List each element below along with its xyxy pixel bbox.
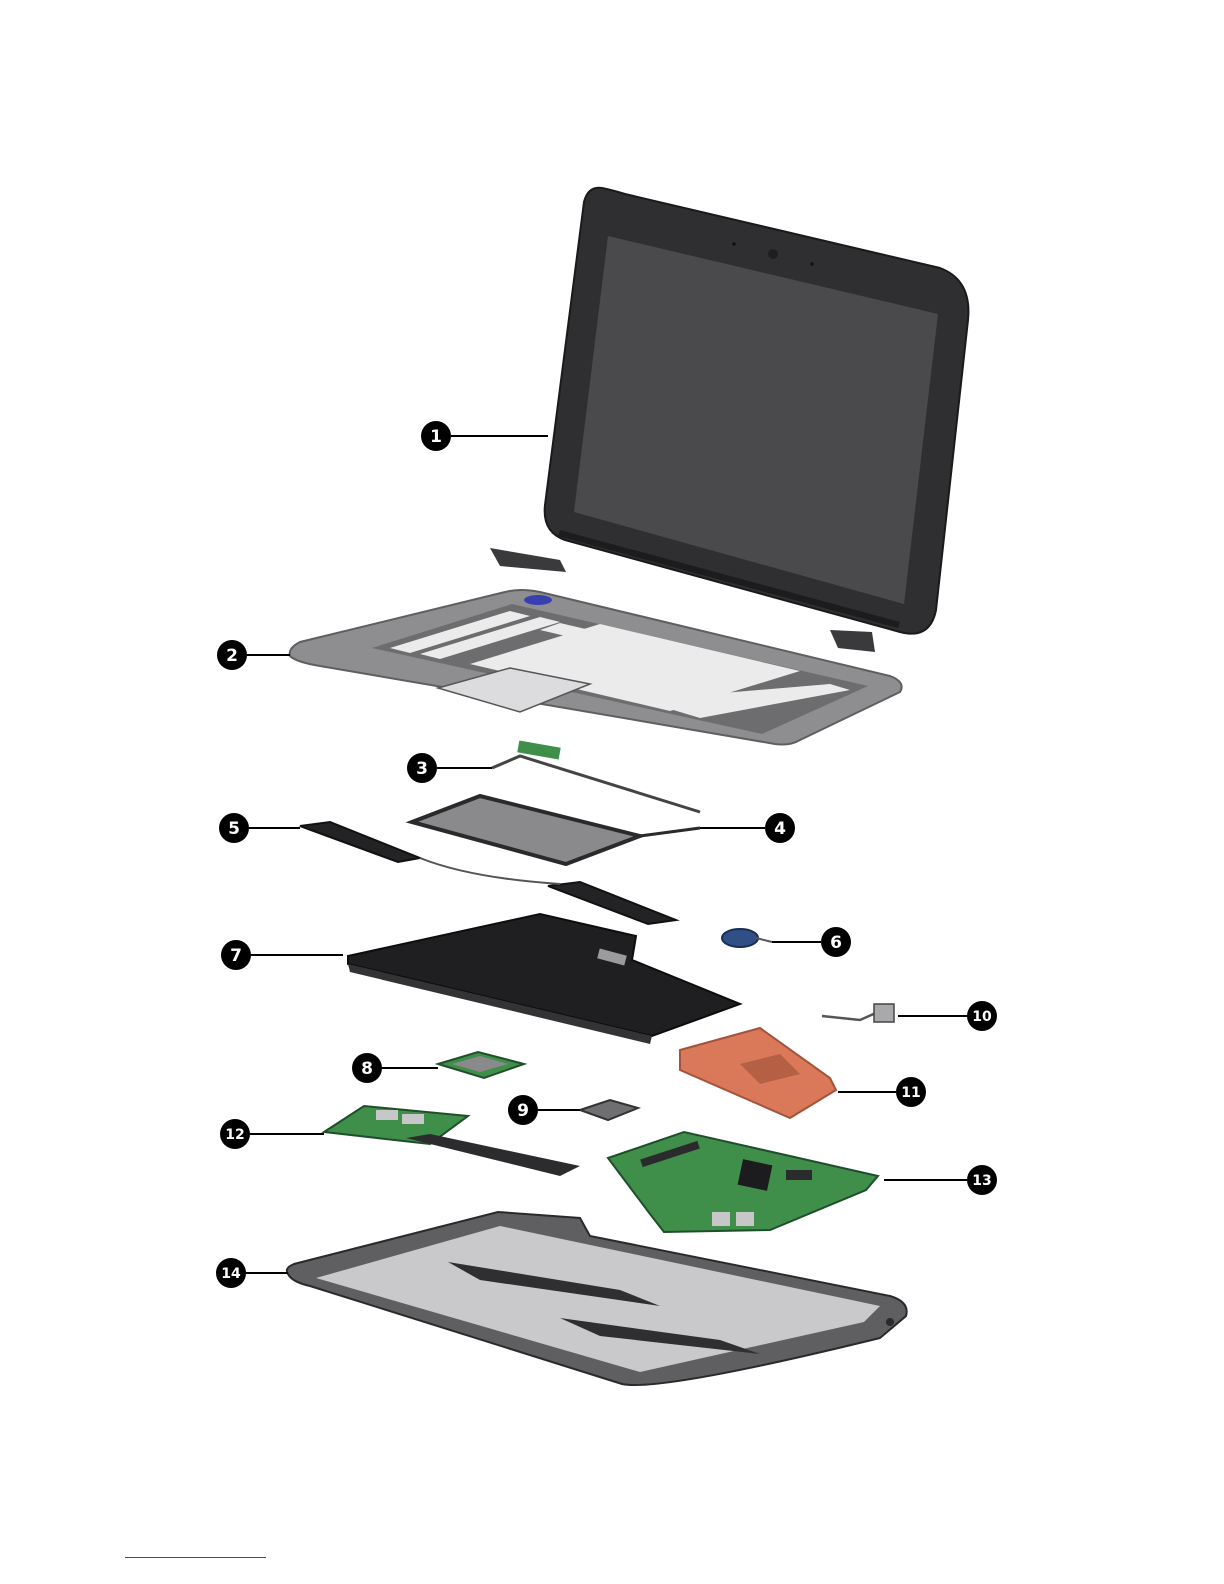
callout-10: 10 [967, 1001, 997, 1031]
callout-13: 13 [967, 1165, 997, 1195]
heat-shield [680, 1028, 836, 1118]
usb-audio-board [324, 1106, 580, 1176]
base-enclosure [287, 1212, 907, 1385]
svg-text:4: 4 [774, 819, 786, 839]
callout-3: 3 [407, 753, 437, 783]
footer-rule [125, 1557, 266, 1558]
callout-8: 8 [352, 1053, 382, 1083]
callout-2: 2 [217, 640, 247, 670]
callout-6: 6 [821, 927, 851, 957]
svg-text:2: 2 [226, 646, 238, 666]
callout-1: 1 [421, 421, 451, 451]
callout-12: 12 [220, 1119, 250, 1149]
storage-module [580, 1100, 638, 1120]
touchpad-cable [492, 740, 700, 812]
callout-4: 4 [765, 813, 795, 843]
callout-11: 11 [896, 1077, 926, 1107]
svg-text:6: 6 [830, 933, 842, 953]
svg-text:12: 12 [225, 1127, 244, 1143]
svg-text:9: 9 [517, 1101, 529, 1121]
svg-text:8: 8 [361, 1059, 373, 1079]
svg-text:7: 7 [230, 946, 242, 966]
callout-14: 14 [216, 1258, 246, 1288]
display-assembly [490, 188, 968, 652]
svg-text:5: 5 [228, 819, 240, 839]
svg-text:3: 3 [416, 759, 428, 779]
top-cover-keyboard [290, 590, 902, 745]
battery [348, 914, 740, 1044]
svg-text:10: 10 [972, 1009, 992, 1025]
callout-5: 5 [219, 813, 249, 843]
svg-text:13: 13 [972, 1173, 991, 1189]
wlan-module [438, 1052, 524, 1078]
svg-text:14: 14 [221, 1266, 241, 1282]
power-connector-cable [822, 1004, 894, 1022]
system-board [608, 1132, 878, 1232]
callout-7: 7 [221, 940, 251, 970]
callout-9: 9 [508, 1095, 538, 1125]
touchpad [412, 796, 700, 864]
svg-text:11: 11 [901, 1085, 920, 1101]
svg-text:1: 1 [430, 427, 442, 447]
rtc-battery [722, 929, 772, 947]
